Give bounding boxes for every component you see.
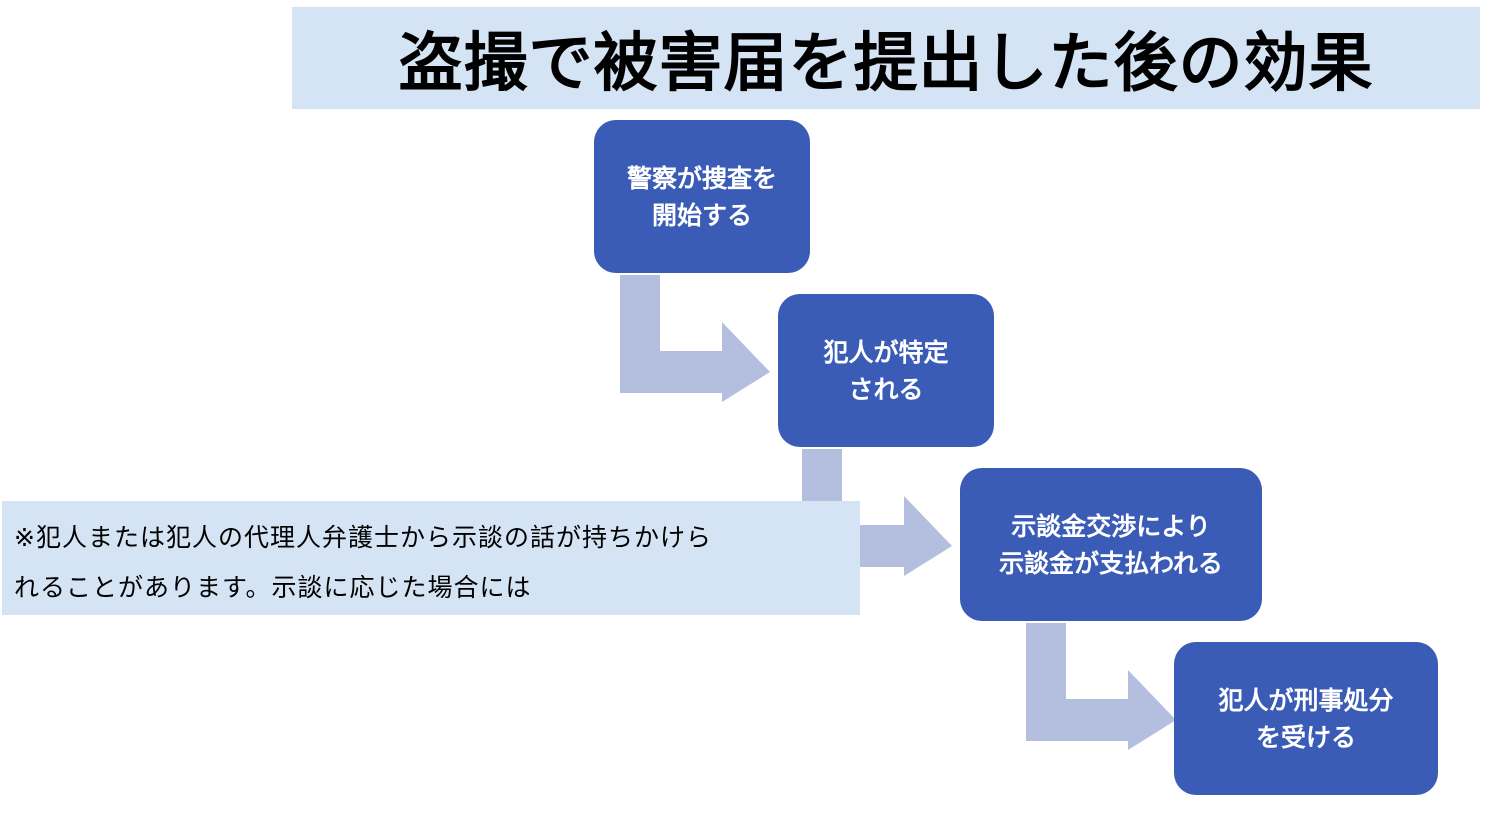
- step-3-line-2: 示談金が支払われる: [999, 548, 1223, 578]
- title-banner: 盗撮で被害届を提出した後の効果: [292, 7, 1480, 109]
- elbow-arrow-1: [620, 275, 770, 402]
- step-box-1: 警察が捜査を 開始する: [594, 120, 810, 273]
- step-1-line-2: 開始する: [651, 200, 752, 230]
- step-4-line-2: を受ける: [1255, 722, 1356, 752]
- note-line-2: れることがあります。示談に応じた場合には: [14, 573, 532, 602]
- step-box-4: 犯人が刑事処分 を受ける: [1174, 642, 1438, 795]
- step-1-line-1: 警察が捜査を: [626, 163, 777, 193]
- step-2-line-2: される: [848, 374, 924, 404]
- settlement-note: ※犯人または犯人の代理人弁護士から示談の話が持ちかけら れることがあります。示談…: [2, 501, 860, 615]
- step-4-line-1: 犯人が刑事処分: [1218, 685, 1394, 715]
- step-3-line-1: 示談金交渉により: [1011, 511, 1211, 541]
- step-box-2: 犯人が特定 される: [778, 294, 994, 447]
- step-box-3: 示談金交渉により 示談金が支払われる: [960, 468, 1262, 621]
- step-2-line-1: 犯人が特定: [823, 337, 949, 367]
- note-line-1: ※犯人または犯人の代理人弁護士から示談の話が持ちかけら: [14, 523, 712, 552]
- elbow-arrow-3: [1026, 623, 1176, 750]
- page-title: 盗撮で被害届を提出した後の効果: [398, 27, 1374, 101]
